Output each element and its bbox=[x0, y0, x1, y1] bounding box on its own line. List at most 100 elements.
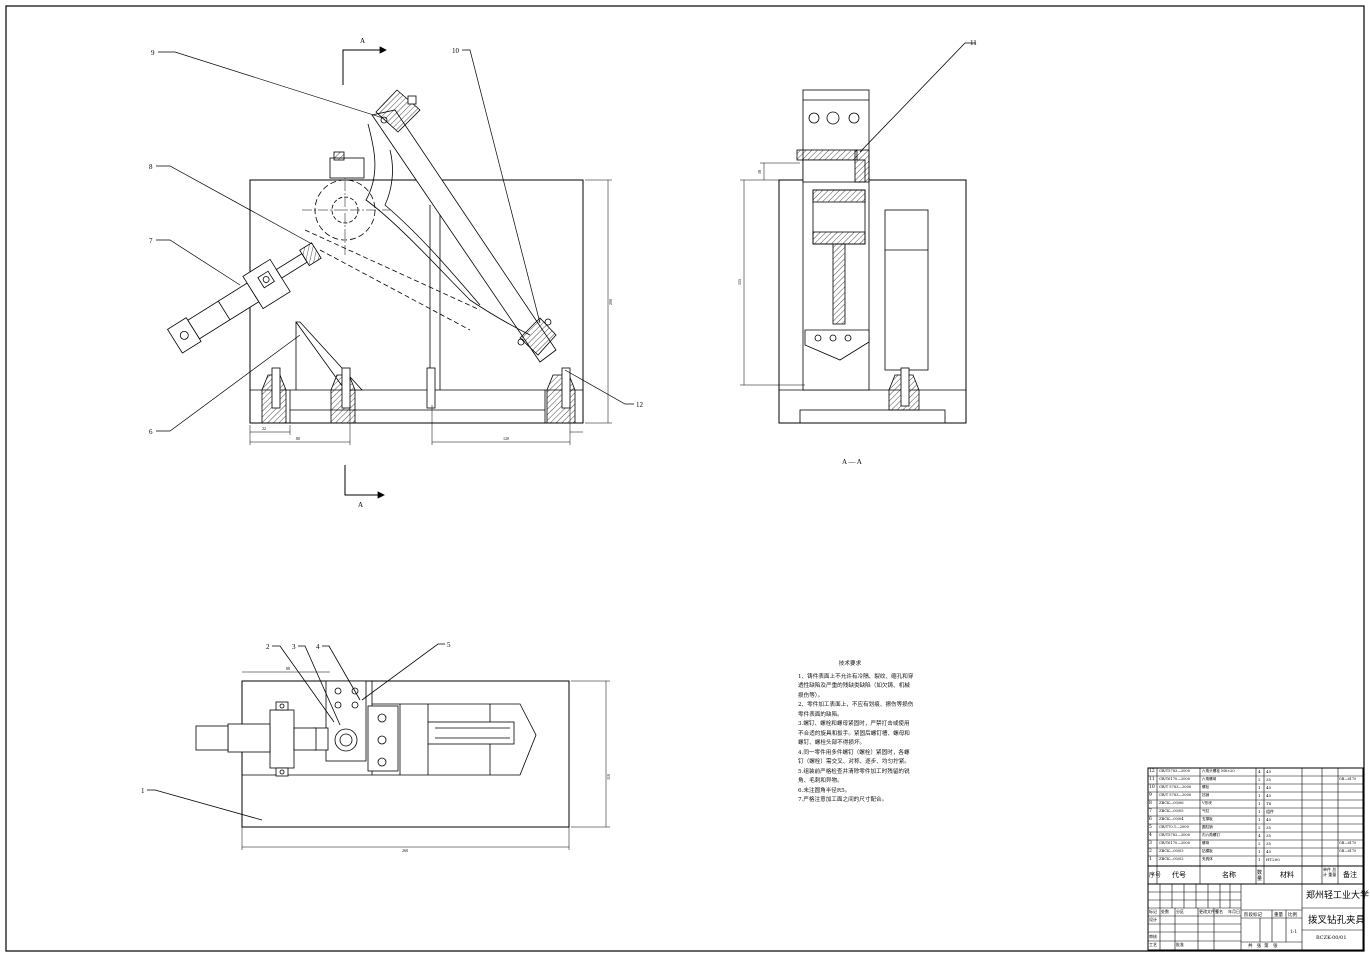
callout-6: 6 bbox=[149, 428, 153, 436]
bom-cell-code: GB/T5783—2000 bbox=[1159, 769, 1191, 773]
bom-cell-material: 45 bbox=[1266, 785, 1272, 790]
bom-cell-qty: 1 bbox=[1258, 857, 1261, 862]
bom-cell-seq: 11 bbox=[1149, 777, 1155, 782]
callout-4: 4 bbox=[316, 643, 320, 651]
bom-cell-name: 圆柱销 bbox=[1202, 825, 1213, 829]
bom-cell-seq: 8 bbox=[1149, 801, 1152, 806]
bom-cell-code: GB/T6170—2000 bbox=[1159, 777, 1191, 781]
bom-cell-note: GB—6170 bbox=[1339, 841, 1357, 845]
tech-line: 3.螺钉、螺栓和螺母紧固时，严禁打击或使用 bbox=[798, 721, 910, 727]
sheet-info: 共 张 第 张 bbox=[1248, 944, 1278, 949]
bom-cell-name: 夹具体 bbox=[1202, 857, 1213, 861]
bom-cell-seq: 4 bbox=[1149, 833, 1152, 838]
dim-plan-top: 88 bbox=[286, 666, 290, 671]
bom-cell-seq: 2 bbox=[1149, 849, 1152, 854]
tech-requirements: 技术要求 1、铸件表面上不允许有冷隔、裂纹、缩孔和穿 透性缺陷及严重的残缺类缺陷… bbox=[798, 660, 922, 806]
bom-cell-material: 35 bbox=[1266, 825, 1272, 830]
bom-cell-seq: 1 bbox=[1149, 857, 1152, 862]
bom-cell-material: 35 bbox=[1266, 841, 1272, 846]
bom-cell-code: ZBCK—00/04 bbox=[1159, 817, 1184, 821]
bom-cell-material: 45 bbox=[1266, 817, 1272, 822]
bom-cell-name: 螺母 bbox=[1202, 841, 1210, 845]
bom-cell-note: GB—6170 bbox=[1339, 849, 1357, 853]
title-block-grid bbox=[1147, 767, 1364, 951]
bom-cell-seq: 5 bbox=[1149, 825, 1152, 830]
tech-line: 角、毛刺和异物。 bbox=[798, 778, 843, 784]
tech-requirements-title: 技术要求 bbox=[838, 661, 862, 667]
bom-cell-name: 挡销 bbox=[1202, 793, 1210, 797]
tech-line: 不合适的旋具和扳手。紧固后螺钉槽、螺母和 bbox=[798, 730, 910, 737]
callout-12: 12 bbox=[636, 401, 644, 409]
sign-label: 年月日 bbox=[1228, 909, 1240, 914]
bom-cell-qty: 1 bbox=[1258, 801, 1261, 806]
dim-left-span: 80 bbox=[296, 436, 300, 441]
bom-cell-qty: 1 bbox=[1258, 793, 1261, 798]
dim-bottom-span: 120 bbox=[503, 436, 509, 441]
bom-cell-qty: 1 bbox=[1258, 849, 1261, 854]
bom-cell-qty: 4 bbox=[1258, 833, 1261, 838]
callout-8: 8 bbox=[149, 163, 153, 171]
dim-front-height: 200 bbox=[608, 299, 613, 305]
sign-label: 审核 bbox=[1149, 934, 1157, 939]
bom-cell-name: 气缸 bbox=[1202, 809, 1210, 813]
bom-cell-qty: 2 bbox=[1258, 825, 1261, 830]
bom-cell-material: 35 bbox=[1266, 833, 1272, 838]
tech-line: 1、铸件表面上不允许有冷隔、裂纹、缩孔和穿 bbox=[798, 673, 914, 680]
bom-cell-code: GB/T6170—2000 bbox=[1159, 841, 1191, 845]
bom-cell-seq: 3 bbox=[1149, 841, 1152, 846]
weight-label: 重量 bbox=[1274, 913, 1283, 918]
sign-label: 工艺 bbox=[1149, 942, 1157, 947]
bom-cell-material: 35 bbox=[1266, 777, 1272, 782]
tech-line: 2、零件加工表面上，不应有划痕、擦伤等损伤 bbox=[798, 702, 914, 708]
dim-side-top: 18 bbox=[757, 170, 762, 174]
bom-cell-seq: 12 bbox=[1149, 769, 1155, 774]
sign-label: 处数 bbox=[1161, 909, 1169, 914]
bom-cell-material: HT200 bbox=[1266, 857, 1280, 862]
bom-header-name: 名称 bbox=[1222, 871, 1236, 879]
stage-label: 阶段标记 bbox=[1244, 913, 1262, 918]
dim-side-height: 155 bbox=[737, 279, 742, 285]
scale-value: 1:1 bbox=[1290, 930, 1298, 935]
scale-label: 比例 bbox=[1288, 913, 1297, 918]
section-marker-top: A bbox=[360, 37, 365, 45]
drawing-number: BCZK-00/01 bbox=[1316, 935, 1347, 941]
tech-line: 零件表面的缺陷。 bbox=[798, 711, 843, 718]
bom-cell-code: GB/T 5783—2000 bbox=[1159, 793, 1192, 797]
bom-cell-code: ZBCK—00/05 bbox=[1159, 809, 1184, 813]
callout-9: 9 bbox=[151, 49, 155, 57]
bom-header-weight: 单件 总计 重量 bbox=[1323, 867, 1337, 877]
tech-line: 5.组装前严格检查并清除零件加工时残留的锐 bbox=[798, 768, 910, 775]
bom-cell-name: 钻模板 bbox=[1202, 849, 1213, 853]
sign-label: 更改文件号 bbox=[1199, 909, 1219, 914]
sign-label: 标记 bbox=[1149, 909, 1157, 914]
bom-cell-seq: 10 bbox=[1149, 785, 1155, 790]
sign-label: 分区 bbox=[1176, 909, 1184, 914]
bom-cell-material: T8 bbox=[1266, 801, 1272, 806]
plan-view bbox=[147, 643, 610, 850]
dim-plan-width: 260 bbox=[402, 848, 408, 853]
bom-cell-qty: 2 bbox=[1258, 777, 1261, 782]
bom-cell-seq: 6 bbox=[1149, 817, 1152, 822]
tech-line: 4.同一零件用多件螺钉（螺栓）紧固时，各螺 bbox=[798, 749, 910, 756]
front-view bbox=[166, 46, 612, 499]
drawing-name: 拨叉钻孔夹具 bbox=[1308, 915, 1366, 926]
callout-3: 3 bbox=[292, 643, 296, 651]
section-marker-bottom: A bbox=[358, 501, 363, 509]
leader-lines-front bbox=[156, 49, 634, 432]
bom-header-seq: 序号 bbox=[1149, 872, 1162, 879]
bom-cell-qty: 4 bbox=[1258, 769, 1261, 774]
bom-cell-material: 组件 bbox=[1266, 809, 1274, 814]
callout-2: 2 bbox=[266, 643, 270, 651]
callout-1: 1 bbox=[141, 787, 145, 795]
bom-cell-code: GB/T 5783—2000 bbox=[1159, 785, 1192, 789]
bom-header-note: 备注 bbox=[1343, 871, 1357, 879]
bom-cell-seq: 9 bbox=[1149, 793, 1152, 798]
bom-cell-code: ZBCK—00/06 bbox=[1159, 801, 1184, 805]
bom-cell-code: GB/T70.1—2000 bbox=[1159, 825, 1189, 829]
bom-cell-name: 螺栓 bbox=[1202, 785, 1210, 789]
bom-cell-qty: 1 bbox=[1258, 785, 1261, 790]
bom-cell-code: GB/T5782—2000 bbox=[1159, 833, 1191, 837]
sign-label: 批准 bbox=[1176, 942, 1184, 947]
sign-label: 设计 bbox=[1149, 917, 1157, 922]
sign-label: 签名 bbox=[1215, 909, 1223, 914]
